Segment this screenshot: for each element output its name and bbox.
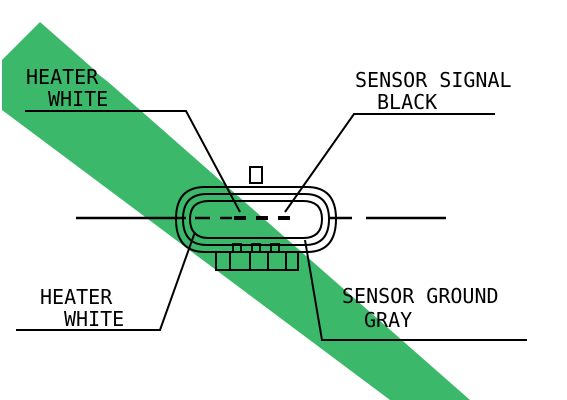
label-heater-bottom-line1: HEATER <box>40 285 113 309</box>
label-sensor-ground-line1: SENSOR GROUND <box>342 284 499 308</box>
connector-shell-inner <box>188 200 324 239</box>
labels: HEATER WHITE SENSOR SIGNAL BLACK HEATER … <box>26 65 512 332</box>
leader-heater-top <box>25 110 241 213</box>
pin-slot-1 <box>232 243 242 253</box>
label-sensor-signal-line2: BLACK <box>377 90 437 114</box>
pin-slot-2 <box>251 243 261 253</box>
leader-lines <box>16 110 527 341</box>
label-heater-top-line1: HEATER <box>26 65 99 89</box>
label-heater-top-line2: WHITE <box>48 87 108 111</box>
label-sensor-signal-line1: SENSOR SIGNAL <box>355 68 512 92</box>
watermark-band <box>2 22 470 400</box>
label-sensor-ground-line2: GRAY <box>364 308 412 332</box>
connector-latch <box>215 252 299 271</box>
leader-sensor-ground <box>304 239 527 341</box>
label-heater-bottom-line2: WHITE <box>64 307 124 331</box>
leader-sensor-signal <box>284 113 495 213</box>
connector-tab <box>249 166 263 184</box>
watermark-band-tail <box>400 372 445 400</box>
pin-slot-3 <box>270 243 280 253</box>
leader-heater-bottom <box>16 231 196 331</box>
